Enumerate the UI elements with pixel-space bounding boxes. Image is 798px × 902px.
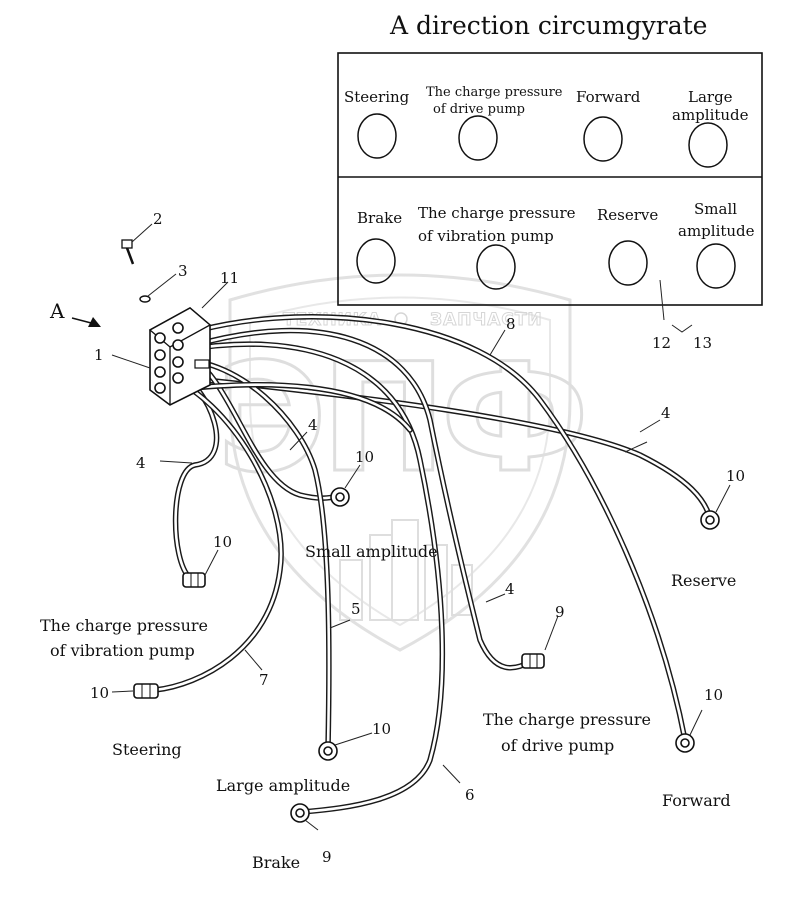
panel-label-drive-line1: The charge pressure xyxy=(426,85,563,100)
port-large-amplitude xyxy=(688,122,728,168)
label-small-amplitude: Small amplitude xyxy=(305,542,438,561)
label-reserve: Reserve xyxy=(671,571,736,590)
panel-label-vib-line1: The charge pressure xyxy=(418,204,576,222)
fitting-forward xyxy=(675,733,695,753)
part-number-10-large: 10 xyxy=(372,720,391,738)
part-number-10-forward: 10 xyxy=(704,686,723,704)
fittings xyxy=(133,487,720,823)
label-brake: Brake xyxy=(252,853,300,872)
port-vibration-pump xyxy=(476,244,516,290)
part-number-10-small: 10 xyxy=(355,448,374,466)
part-number-7: 7 xyxy=(259,671,269,689)
part-number-8: 8 xyxy=(506,315,516,333)
panel-label-small-line2: amplitude xyxy=(678,222,755,240)
part-number-1: 1 xyxy=(94,346,104,364)
panel-label-steering: Steering xyxy=(344,88,410,106)
hoses xyxy=(152,314,713,815)
part-number-10-vibration: 10 xyxy=(213,533,232,551)
fitting-small-amplitude xyxy=(330,487,350,507)
view-arrow-a xyxy=(71,317,101,327)
label-forward: Forward xyxy=(662,791,731,810)
part-number-11: 11 xyxy=(220,269,239,287)
part-number-2: 2 xyxy=(153,210,163,228)
washer-icon xyxy=(139,295,151,303)
part-number-3: 3 xyxy=(178,262,188,280)
watermark-text-right: ЗАПЧАСТИ xyxy=(430,310,543,330)
fitting-vibration-pump xyxy=(182,572,206,588)
label-drive-line1: The charge pressure xyxy=(483,710,651,729)
panel-label-large-line2: amplitude xyxy=(672,106,749,124)
part-number-6: 6 xyxy=(465,786,475,804)
fitting-reserve xyxy=(700,510,720,530)
part-number-9-brake: 9 xyxy=(322,848,332,866)
panel-label-reserve: Reserve xyxy=(597,206,658,224)
label-drive-line2: of drive pump xyxy=(501,736,614,755)
part-number-13: 13 xyxy=(693,334,712,352)
part-number-10-reserve: 10 xyxy=(726,467,745,485)
watermark-buildings-icon xyxy=(339,519,473,621)
view-label-a: A xyxy=(49,299,65,323)
leader-lines xyxy=(111,223,731,831)
port-brake xyxy=(356,238,396,284)
port-small-amplitude xyxy=(696,243,736,289)
part-number-10-steering: 10 xyxy=(90,684,109,702)
label-steering: Steering xyxy=(112,740,182,759)
panel-label-forward: Forward xyxy=(576,88,641,106)
part-number-4-drive: 4 xyxy=(505,580,515,598)
panel-label-vib-line2: of vibration pump xyxy=(418,227,554,245)
part-number-4-vibration: 4 xyxy=(136,454,146,472)
port-steering xyxy=(357,113,397,159)
fitting-drive-pump xyxy=(521,653,545,669)
panel-label-large-line1: Large xyxy=(688,88,733,106)
port-reserve xyxy=(608,240,648,286)
part-number-9-drive: 9 xyxy=(555,603,565,621)
panel-label-brake: Brake xyxy=(357,209,402,227)
part-number-5: 5 xyxy=(351,600,361,618)
part-numbers: 1 2 3 11 8 12 13 4 4 4 4 5 6 7 9 9 10 10… xyxy=(90,210,745,866)
port-panel: Steering The charge pressure of drive pu… xyxy=(337,52,763,306)
part-number-4-reserve: 4 xyxy=(661,404,671,422)
manifold-block xyxy=(148,307,212,406)
port-drive-pump xyxy=(458,115,498,161)
part-number-12: 12 xyxy=(652,334,671,352)
fitting-steering xyxy=(133,683,159,699)
panel-border xyxy=(337,52,763,306)
panel-label-drive-line2: of drive pump xyxy=(433,102,525,117)
label-vibration-line2: of vibration pump xyxy=(50,641,195,660)
fitting-large-amplitude xyxy=(318,741,338,761)
fitting-brake xyxy=(290,803,310,823)
function-labels: Small amplitude Reserve The charge press… xyxy=(40,542,736,872)
watermark-shield-inner xyxy=(249,296,551,627)
label-large-amplitude: Large amplitude xyxy=(216,776,350,795)
panel-label-small-line1: Small xyxy=(694,200,737,218)
diagram-title: A direction circumgyrate xyxy=(389,11,707,40)
bolt-icon xyxy=(121,239,135,265)
label-vibration-line1: The charge pressure xyxy=(40,616,208,635)
port-forward xyxy=(583,116,623,162)
watermark-shield xyxy=(228,273,572,652)
part-number-4-small: 4 xyxy=(308,416,318,434)
